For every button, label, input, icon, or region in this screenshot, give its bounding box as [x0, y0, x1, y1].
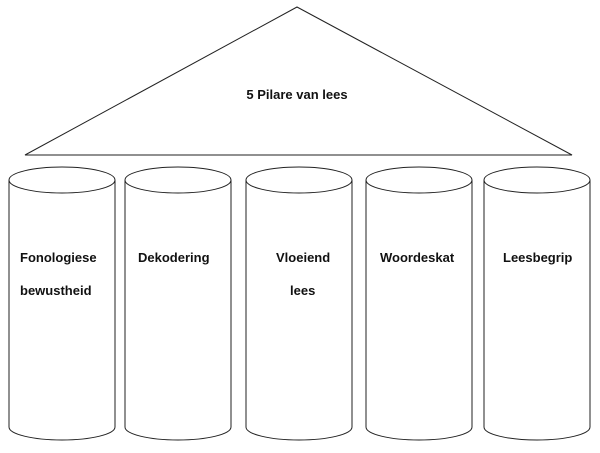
pillar-label: Woordeskat — [380, 250, 455, 265]
pillar-top — [365, 166, 473, 194]
pillar-vloeiend-lees: Vloeiend lees — [245, 166, 353, 441]
pillar-dekodering: Dekodering — [124, 166, 232, 441]
pillar-fonologiese-bewustheid: Fonologiese bewustheid — [8, 166, 116, 441]
pillar-label: Dekodering — [138, 250, 210, 265]
pillar-label: Vloeiend — [276, 250, 330, 265]
pillar-label: Leesbegrip — [503, 250, 572, 265]
pillar-top — [245, 166, 353, 194]
pillar-label: Fonologiese — [20, 250, 97, 265]
pillar-top — [124, 166, 232, 194]
pillar-label: lees — [290, 283, 315, 298]
pillar-top — [8, 166, 116, 194]
roof-title: 5 Pilare van lees — [246, 87, 347, 102]
roof: 5 Pilare van lees — [24, 6, 573, 156]
pillar-label: bewustheid — [20, 283, 92, 298]
pillar-woordeskat: Woordeskat — [365, 166, 473, 441]
pillar-leesbegrip: Leesbegrip — [483, 166, 591, 441]
roof-triangle — [24, 6, 573, 156]
pillar-top — [483, 166, 591, 194]
